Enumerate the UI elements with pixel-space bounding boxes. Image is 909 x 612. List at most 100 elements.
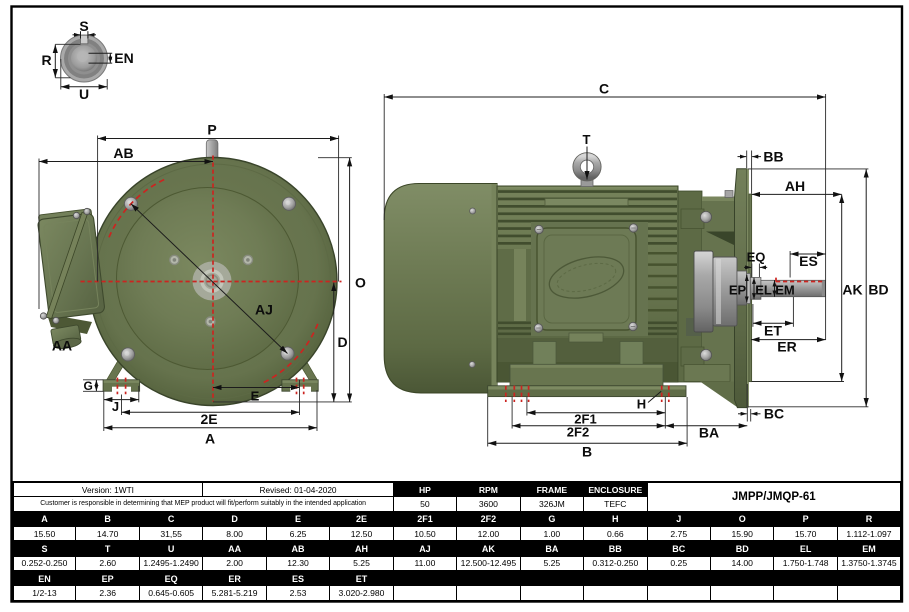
dim-label-shaft-s: S — [79, 18, 88, 34]
dim-label-side-em: EM — [775, 283, 795, 298]
front-dimension-lines — [38, 135, 353, 431]
cooling-fin — [641, 263, 677, 266]
dimension-line — [130, 203, 288, 354]
dim-header-cell: E — [265, 510, 331, 527]
cooling-fin — [641, 274, 677, 278]
adapter-gusset — [706, 231, 736, 246]
dim-value-cell: 3.020-2.980 — [329, 585, 394, 601]
dim-label-shaft-en: EN — [114, 50, 133, 66]
dim-header-cell: EM — [836, 540, 902, 557]
spec-header-cell: RPM — [456, 481, 521, 498]
dim-label-front-2e: 2E — [200, 411, 217, 427]
terminal-cover-plate — [536, 227, 637, 331]
cooling-fin — [498, 190, 677, 193]
dim-value-cell: 5.25 — [329, 555, 394, 572]
dim-value-cell — [392, 585, 458, 601]
conduit-box-screw — [72, 211, 81, 220]
spec-header-cell: FRAME — [519, 481, 585, 498]
bolt-circle-arc-bottom-right — [262, 323, 319, 384]
dim-header-cell: A — [11, 510, 77, 527]
dim-value-cell: 12.30 — [265, 555, 331, 572]
dim-value-cell: 14.00 — [709, 555, 775, 572]
cooling-fin — [641, 297, 677, 301]
shaft-keyway-notch — [80, 34, 89, 45]
dim-header-cell — [646, 569, 711, 587]
dim-value-cell: 0.66 — [583, 525, 648, 542]
hub-disc-back — [693, 250, 714, 333]
shaft-end-face — [821, 280, 825, 297]
adapter-top-bolt — [724, 190, 734, 198]
dim-value-cell — [773, 585, 838, 601]
adapter-top — [702, 196, 736, 201]
dim-value-cell: 2.75 — [646, 525, 711, 542]
dim-value-cell: 1.112-1.097 — [836, 525, 902, 542]
dim-label-front-g: G — [84, 379, 93, 393]
dim-header-cell: BA — [519, 540, 585, 557]
dim-value-cell: 2.60 — [75, 555, 140, 572]
dim-header-cell: EQ — [138, 569, 204, 587]
dim-value-cell: 12.50 — [329, 525, 394, 542]
dim-header-cell: 2F2 — [456, 510, 521, 527]
nameplate-strip — [544, 198, 629, 206]
model-cell: JMPP/JMQP-61 — [646, 481, 902, 513]
dim-label-front-a: A — [205, 431, 215, 447]
dim-value-cell — [583, 585, 648, 601]
thru-bolt-bottom — [700, 348, 713, 361]
flange-bottom-gusset — [700, 381, 737, 407]
logo-oval — [548, 256, 625, 299]
dim-label-shaft-r: R — [41, 52, 51, 68]
dimension-line — [647, 390, 662, 403]
dim-header-cell: S — [11, 540, 77, 557]
dim-label-front-j: J — [112, 399, 119, 414]
pedestal-tab — [568, 332, 604, 343]
dim-value-cell: 1.00 — [519, 525, 585, 542]
conduit-box-screw — [52, 316, 60, 325]
cooling-fin — [641, 309, 677, 312]
dim-value-cell: 15.70 — [773, 525, 838, 542]
dim-header-cell — [709, 569, 775, 587]
side-foot-pad-top — [488, 386, 686, 390]
dim-header-cell: ET — [329, 569, 394, 587]
dim-label-side-c: C — [599, 81, 609, 97]
pedestal-post-right — [619, 341, 644, 366]
dim-value-cell: 31,55 — [138, 525, 204, 542]
dim-label-side-es: ES — [799, 253, 818, 269]
dim-label-side-bc: BC — [764, 406, 784, 422]
fan-cover-seam — [491, 184, 497, 393]
spec-value-cell: 3600 — [456, 496, 521, 513]
version-cell: Version: 1WTI — [11, 481, 204, 498]
dim-value-cell: 14.70 — [75, 525, 140, 542]
dim-value-cell: 1.750-1.748 — [773, 555, 838, 572]
dim-header-cell: BD — [709, 540, 775, 557]
dim-header-cell: BC — [646, 540, 711, 557]
dim-value-cell — [519, 585, 585, 601]
dim-value-cell: 2.00 — [202, 555, 267, 572]
dim-label-side-ba: BA — [699, 425, 719, 441]
dim-value-cell: 8.00 — [202, 525, 267, 542]
dim-value-cell: 5.281-5.219 — [202, 585, 267, 601]
dim-label-side-t: T — [583, 132, 591, 147]
dim-value-cell — [836, 585, 902, 601]
side-view: C T BB AH EQ ES EP EL EM AK BD ET ER BC … — [383, 81, 889, 460]
dim-label-front-aj: AJ — [255, 302, 273, 318]
dim-label-front-d: D — [337, 334, 347, 350]
pedestal-post-left — [532, 341, 557, 366]
dim-header-cell: H — [583, 510, 648, 527]
conduit-box — [37, 208, 105, 349]
table-row: Customer is responsible in determining t… — [12, 496, 902, 513]
dim-header-cell: AB — [265, 540, 331, 557]
dim-header-cell — [773, 569, 838, 587]
spec-value-cell: TEFC — [583, 496, 648, 513]
spec-value-cell: 326JM — [519, 496, 585, 513]
dim-label-side-2f2: 2F2 — [567, 425, 589, 440]
conduit-box-screw — [83, 207, 91, 216]
cooling-fin — [641, 252, 677, 255]
dim-value-cell: 1.2495-1.2490 — [138, 555, 204, 572]
